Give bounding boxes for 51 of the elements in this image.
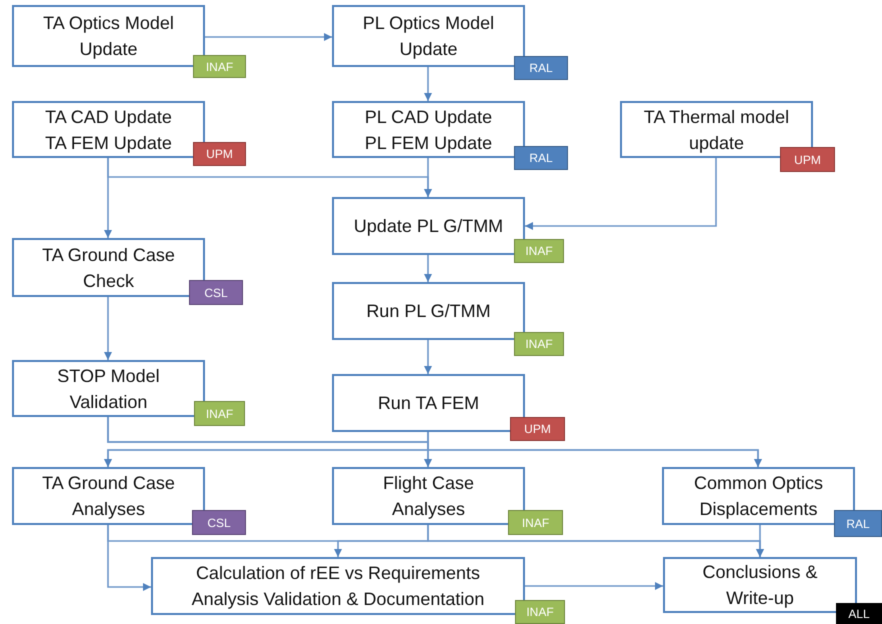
process-box xyxy=(12,360,205,417)
step-text: STOP Model Validation xyxy=(56,364,161,414)
process-box xyxy=(332,197,525,255)
team-tag: UPM xyxy=(780,147,835,172)
team-tag: INAF xyxy=(515,600,565,624)
process-box xyxy=(12,101,205,158)
process-box xyxy=(332,282,525,340)
step-text: PL Optics Model Update xyxy=(362,12,496,61)
team-tag: RAL xyxy=(834,510,882,537)
team-tag: INAF xyxy=(514,239,564,263)
arrow xyxy=(424,158,432,197)
step-text: TA Ground Case Check xyxy=(41,244,176,292)
process-box xyxy=(12,467,205,525)
step-text: Run PL G/TMM xyxy=(366,300,491,323)
arrow xyxy=(104,297,112,360)
team-tag: CSL xyxy=(189,280,243,305)
process-box xyxy=(12,238,205,297)
arrow xyxy=(427,432,762,467)
team-tag: CSL xyxy=(192,510,246,535)
arrow xyxy=(756,525,764,557)
step-text: Conclusions & Write-up xyxy=(701,561,819,610)
step-text: Common Optics Displacements xyxy=(692,472,824,521)
arrow xyxy=(424,255,432,282)
arrow xyxy=(424,340,432,374)
team-tag: UPM xyxy=(510,417,565,441)
team-tag: ALL xyxy=(836,603,882,624)
arrow xyxy=(424,67,432,101)
step-text: TA Optics Model Update xyxy=(42,12,175,61)
step-text: Run TA FEM xyxy=(378,392,480,415)
step-text: TA CAD Update TA FEM Update xyxy=(44,106,173,155)
process-box xyxy=(332,467,525,525)
arrow xyxy=(525,582,663,590)
process-box xyxy=(332,101,525,158)
arrow xyxy=(525,158,717,230)
team-tag: INAF xyxy=(508,510,563,535)
team-tag: UPM xyxy=(193,142,246,166)
team-tag: INAF xyxy=(193,55,246,78)
process-box xyxy=(332,374,525,432)
team-tag: INAF xyxy=(194,401,245,426)
arrow xyxy=(205,33,332,41)
step-text: TA Ground Case Analyses xyxy=(41,472,176,521)
process-box xyxy=(12,5,205,67)
process-box xyxy=(332,5,525,67)
team-tag: INAF xyxy=(514,332,564,356)
process-box xyxy=(151,557,525,615)
step-text: Calculation of rEE vs Requirements Analysis Validation & Documentation xyxy=(190,562,486,611)
step-text: Update PL G/TMM xyxy=(354,215,504,238)
step-text: Flight Case Analyses xyxy=(382,472,476,521)
step-text: PL CAD Update PL FEM Update xyxy=(364,106,494,155)
team-tag: RAL xyxy=(514,56,568,80)
team-tag: RAL xyxy=(514,146,568,170)
